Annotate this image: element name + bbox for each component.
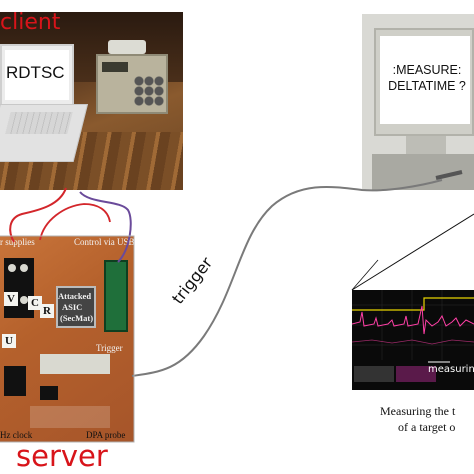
power-pin — [20, 264, 28, 272]
red-wire-inner — [39, 203, 111, 241]
client-label: client — [0, 10, 61, 35]
server-label: server — [16, 439, 108, 473]
dpa-probe-label: DPA probe — [86, 430, 126, 440]
board-trigger-label: Trigger — [96, 343, 123, 353]
oscilloscope-traces — [352, 290, 474, 382]
laptop-screen — [5, 50, 69, 100]
scope-caption-line2: of a target o — [398, 420, 456, 434]
instrument-top — [108, 40, 146, 54]
scope-measuring-text: measurin — [428, 364, 474, 375]
scope-caption-line1: Measuring the t — [380, 404, 456, 418]
scope-info-box — [396, 366, 436, 382]
trigger-trace — [352, 297, 474, 311]
board-outline — [0, 235, 135, 443]
measure-command-line1: :MEASURE: — [392, 63, 462, 77]
purple-wire — [79, 191, 132, 263]
zoom-line-top — [351, 213, 474, 291]
red-wire — [9, 187, 67, 243]
rdtsc-label: RDTSC — [6, 63, 65, 82]
measure-command: :MEASURE: DELTATIME ? — [384, 62, 470, 94]
monitor-screen — [380, 36, 470, 124]
board-connector — [40, 354, 110, 374]
monitor-photo — [362, 14, 474, 190]
signal-trace — [352, 305, 474, 335]
asic-label-line3: (SecMat) — [60, 313, 94, 323]
power-supplies-label: r supplies — [0, 237, 35, 247]
board-component — [4, 366, 26, 396]
measure-command-line2: DELTATIME ? — [388, 79, 466, 93]
asic-label-line1: Attacked — [58, 291, 92, 301]
clock-label: Hz clock — [0, 430, 33, 440]
power-pin — [8, 264, 16, 272]
ref-trace — [352, 339, 474, 345]
board-letter-v: V — [4, 292, 18, 306]
power-pin — [20, 296, 28, 304]
board-letter-u: U — [2, 334, 16, 348]
asic-chip — [56, 286, 96, 328]
monitor-neck — [406, 136, 446, 156]
board-component — [40, 386, 58, 400]
cable-plug — [435, 170, 463, 180]
trigger-cable — [131, 179, 443, 377]
scope-info-box — [354, 366, 394, 382]
zoom-line-bottom — [351, 259, 379, 291]
board-letter-c: C — [28, 296, 42, 310]
bench-instrument — [96, 54, 168, 114]
usb-control-label: Control via USB — [74, 237, 135, 247]
asic-label-line2: ASIC — [62, 302, 83, 312]
usb-controller-board — [104, 260, 128, 332]
oscilloscope-screenshot: measurin — [352, 290, 474, 390]
board-letter-r: R — [40, 304, 54, 318]
board-silkscreen — [30, 406, 110, 428]
